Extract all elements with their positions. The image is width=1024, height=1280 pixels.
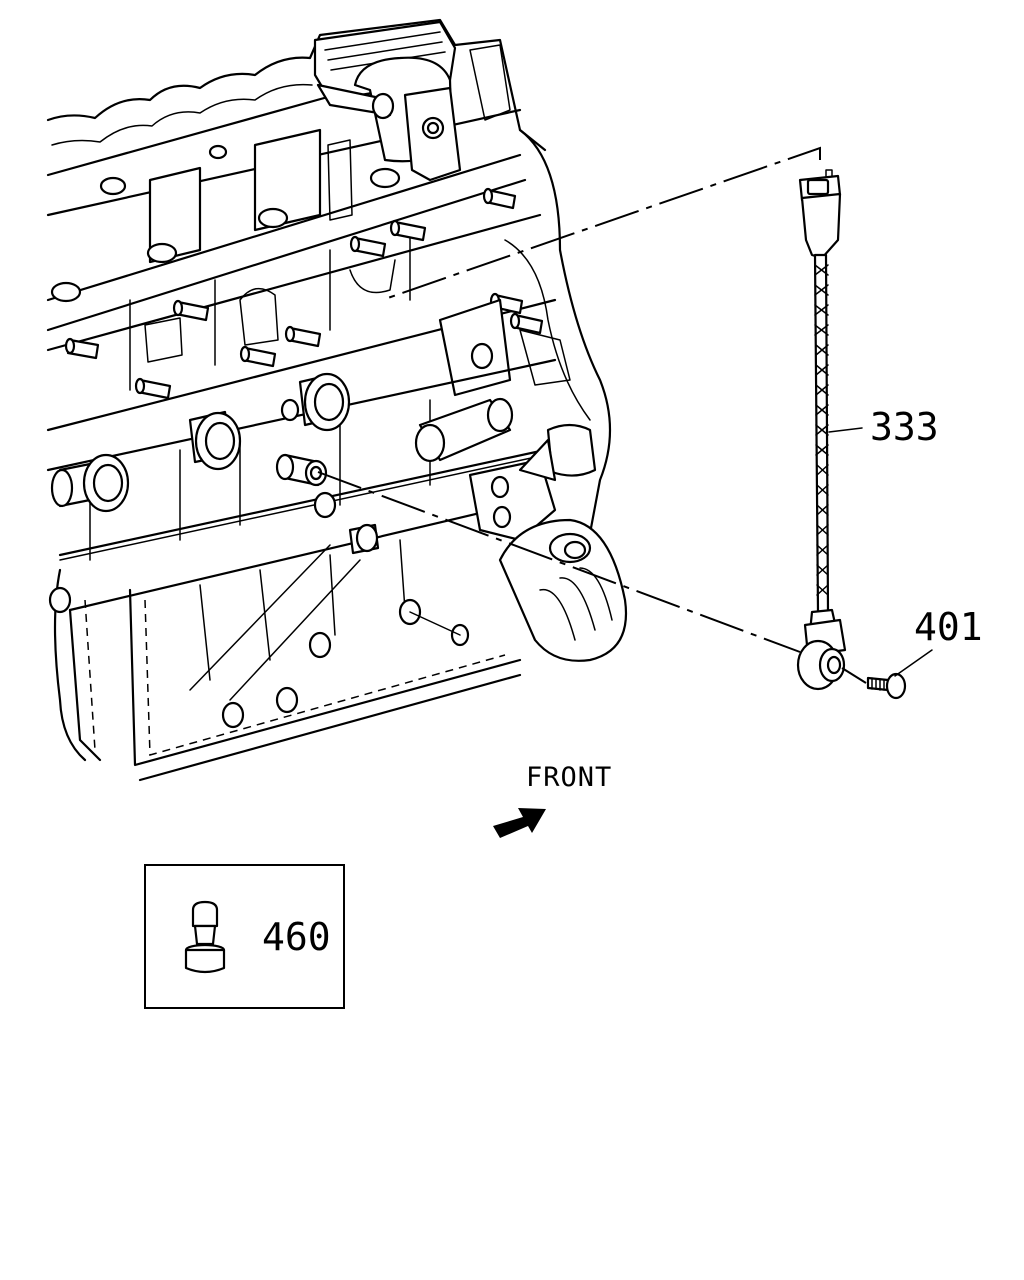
callout-401-leader: [894, 649, 933, 677]
leader-connector-dashline: [381, 146, 821, 301]
front-direction-label: FRONT: [526, 762, 612, 793]
leader-sensor-dashline: [317, 471, 801, 653]
engine-block: [46, 18, 628, 782]
callout-333-label: 333: [870, 405, 939, 449]
callout-401-label: 401: [914, 605, 983, 649]
callout-333-leader: [828, 427, 863, 433]
knock-sensor-harness: [796, 169, 847, 691]
stud-part: [184, 900, 226, 974]
bolt: [866, 672, 907, 700]
front-arrow-icon: [493, 808, 546, 838]
leader-bolt-dashline: [841, 667, 867, 684]
inset-stud-panel: 460: [144, 864, 345, 1009]
callout-460-label: 460: [262, 915, 331, 959]
